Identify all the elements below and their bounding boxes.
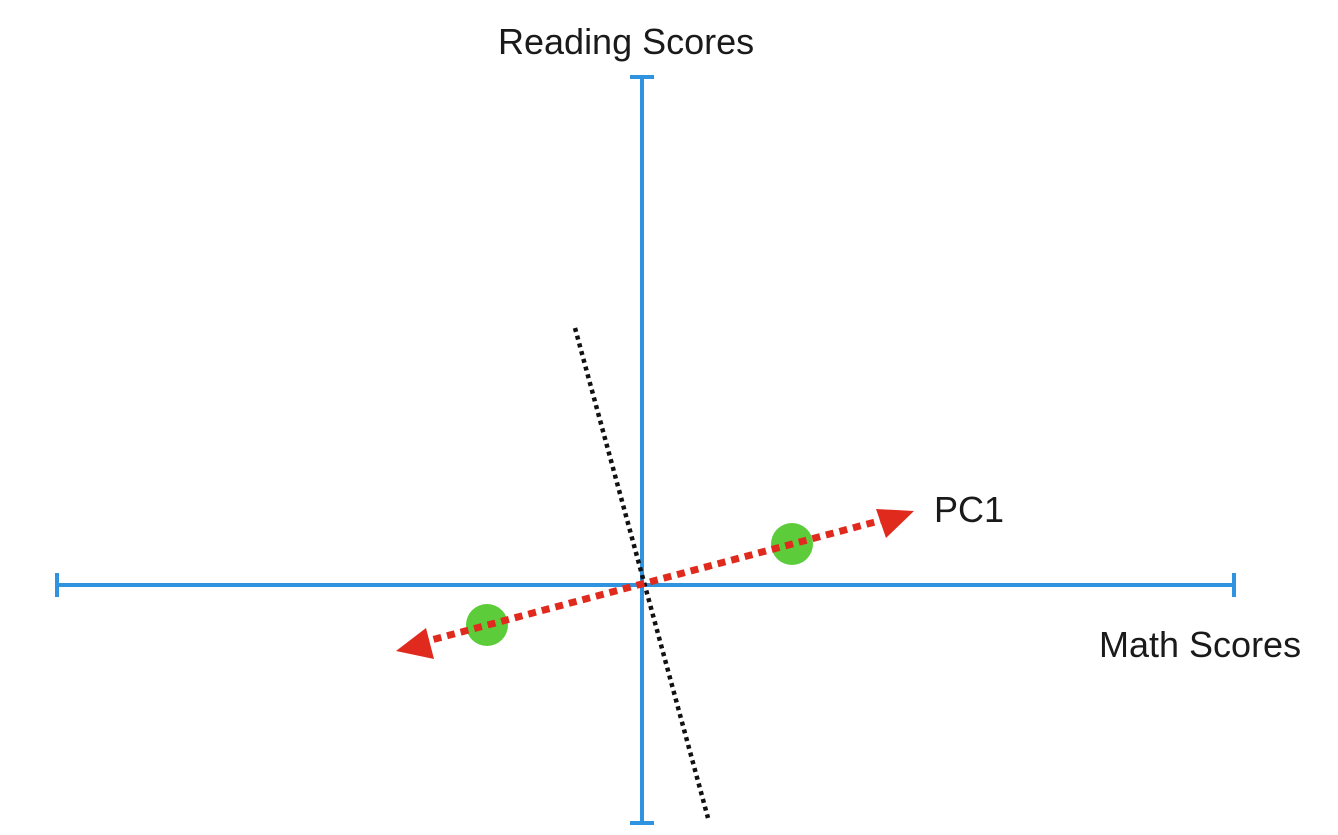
pc1-label: PC1 bbox=[934, 489, 1005, 530]
y-axis-label: Reading Scores bbox=[498, 21, 755, 62]
pc1-arrow bbox=[396, 509, 914, 659]
y-axis bbox=[630, 75, 654, 825]
x-axis-label: Math Scores bbox=[1099, 624, 1302, 665]
pc1-arrowhead-left bbox=[396, 628, 434, 659]
pc1-arrowhead-right bbox=[876, 509, 914, 538]
data-point-left bbox=[466, 604, 508, 646]
